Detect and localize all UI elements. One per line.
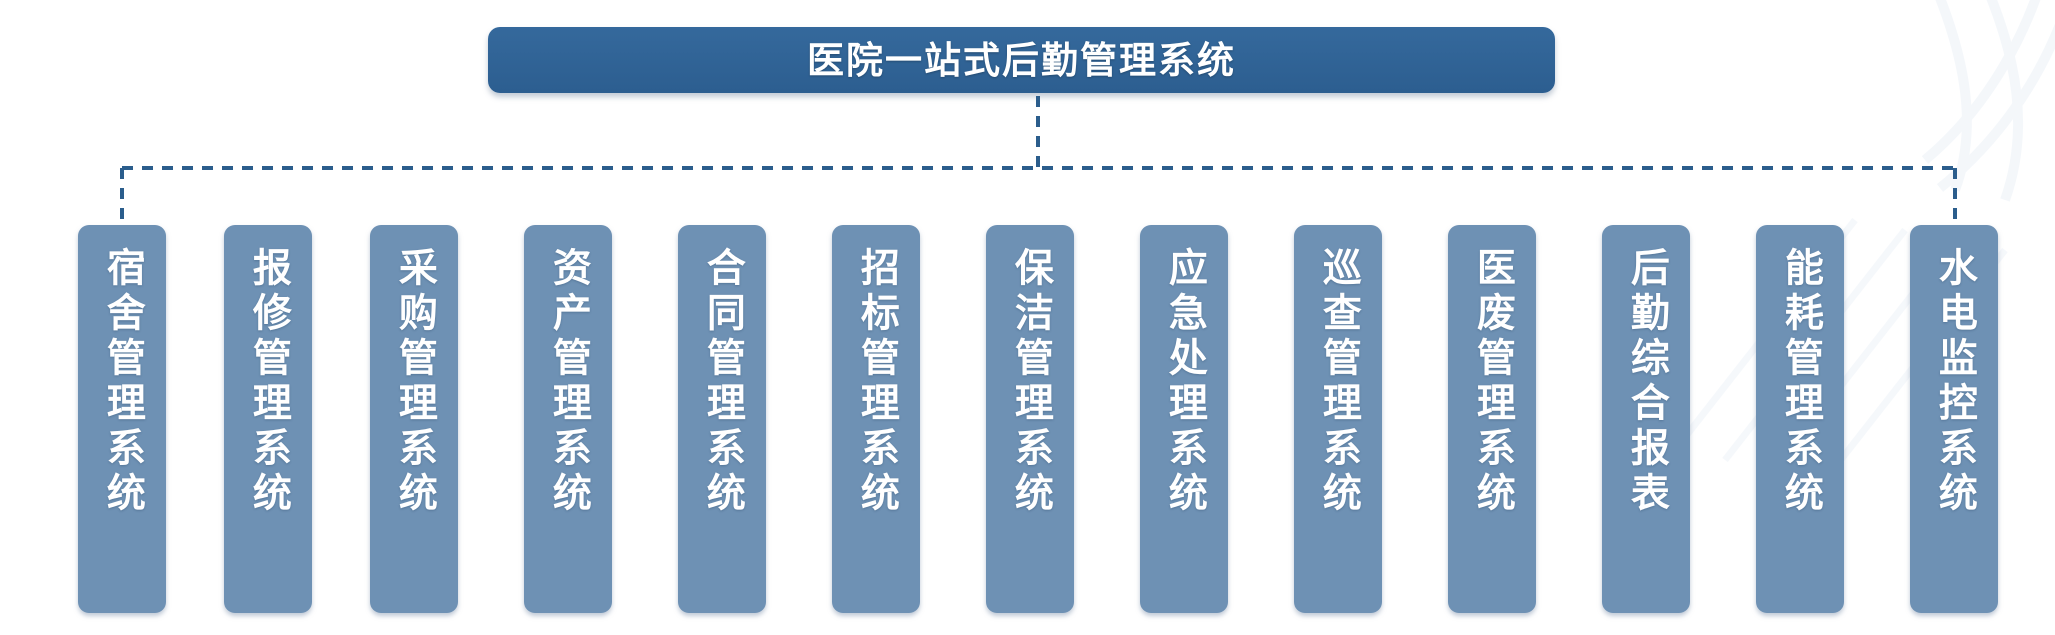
leaf-node-dormitory-management-system[interactable]: 宿舍管理系统 — [78, 225, 166, 613]
leaf-node-label: 宿舍管理系统 — [101, 247, 145, 517]
leaf-node-label: 保洁管理系统 — [1009, 247, 1053, 517]
leaf-node-bidding-management-system[interactable]: 招标管理系统 — [832, 225, 920, 613]
leaf-node-label: 资产管理系统 — [547, 247, 591, 517]
root-node-label: 医院一站式后勤管理系统 — [807, 39, 1236, 81]
leaf-node-emergency-handling-system[interactable]: 应急处理系统 — [1140, 225, 1228, 613]
leaf-node-contract-management-system[interactable]: 合同管理系统 — [678, 225, 766, 613]
leaf-node-label: 报修管理系统 — [247, 247, 291, 517]
leaf-node-cleaning-management-system[interactable]: 保洁管理系统 — [986, 225, 1074, 613]
root-node-hospital-logistics-system[interactable]: 医院一站式后勤管理系统 — [488, 27, 1555, 93]
leaf-node-water-electricity-monitoring-system[interactable]: 水电监控系统 — [1910, 225, 1998, 613]
leaf-node-repair-request-management-system[interactable]: 报修管理系统 — [224, 225, 312, 613]
leaf-node-asset-management-system[interactable]: 资产管理系统 — [524, 225, 612, 613]
leaf-node-medical-waste-management-system[interactable]: 医废管理系统 — [1448, 225, 1536, 613]
leaf-node-label: 后勤综合报表 — [1625, 247, 1669, 517]
leaf-node-label: 能耗管理系统 — [1779, 247, 1823, 517]
leaf-node-label: 应急处理系统 — [1163, 247, 1207, 517]
leaf-node-procurement-management-system[interactable]: 采购管理系统 — [370, 225, 458, 613]
leaf-node-label: 采购管理系统 — [393, 247, 437, 517]
leaf-node-label: 巡查管理系统 — [1317, 247, 1361, 517]
leaf-node-label: 合同管理系统 — [701, 247, 745, 517]
leaf-node-label: 水电监控系统 — [1933, 247, 1977, 517]
leaf-node-inspection-management-system[interactable]: 巡查管理系统 — [1294, 225, 1382, 613]
leaf-node-energy-consumption-management-system[interactable]: 能耗管理系统 — [1756, 225, 1844, 613]
leaf-node-label: 医废管理系统 — [1471, 247, 1515, 517]
leaf-node-label: 招标管理系统 — [855, 247, 899, 517]
leaf-node-logistics-comprehensive-report[interactable]: 后勤综合报表 — [1602, 225, 1690, 613]
